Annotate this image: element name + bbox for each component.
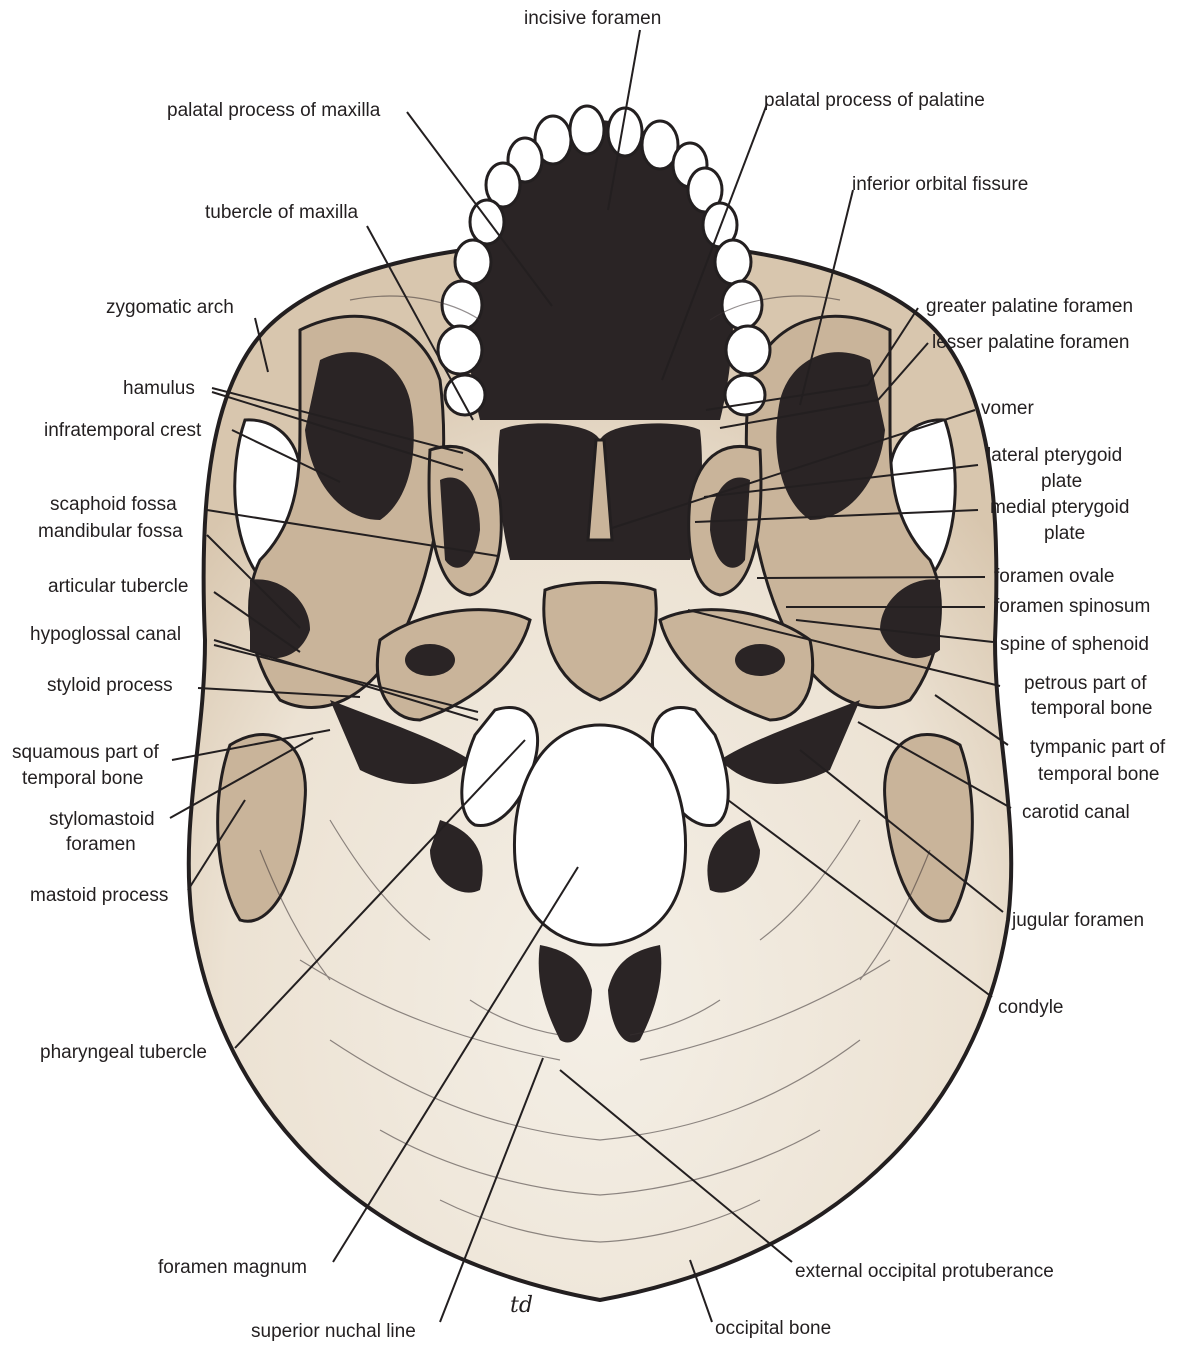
label-incisive-foramen: incisive foramen: [524, 8, 661, 29]
label-superior-nuchal-line: superior nuchal line: [251, 1321, 416, 1342]
label-stylomastoid-line2: foramen: [66, 834, 136, 855]
label-pharyngeal-tubercle: pharyngeal tubercle: [40, 1042, 207, 1063]
label-lateral-pterygoid-line1: lateral pterygoid: [987, 445, 1122, 466]
artist-signature: td: [510, 1293, 533, 1318]
label-jugular-foramen: jugular foramen: [1011, 910, 1144, 931]
label-external-occipital-protuberance: external occipital protuberance: [795, 1261, 1054, 1282]
label-spine-sphenoid: spine of sphenoid: [1000, 634, 1149, 655]
label-foramen-magnum: foramen magnum: [158, 1257, 307, 1278]
label-carotid-canal: carotid canal: [1022, 802, 1130, 823]
carotid-canal-left: [405, 644, 455, 676]
label-petrous-line1: petrous part of: [1024, 673, 1147, 694]
label-medial-pterygoid-line1: medial pterygoid: [990, 497, 1129, 518]
label-condyle: condyle: [998, 997, 1064, 1018]
label-greater-palatine-foramen: greater palatine foramen: [926, 296, 1133, 317]
label-mandibular-fossa: mandibular fossa: [38, 521, 183, 542]
label-inferior-orbital-fissure: inferior orbital fissure: [852, 174, 1028, 195]
label-occipital-bone: occipital bone: [715, 1318, 831, 1339]
label-hamulus: hamulus: [123, 378, 195, 399]
carotid-canal-right: [735, 644, 785, 676]
label-infratemporal-crest: infratemporal crest: [44, 420, 202, 441]
label-stylomastoid-line1: stylomastoid: [49, 809, 155, 830]
label-foramen-ovale: foramen ovale: [994, 566, 1114, 587]
label-lesser-palatine-foramen: lesser palatine foramen: [932, 332, 1130, 353]
label-scaphoid-fossa: scaphoid fossa: [50, 494, 177, 515]
label-articular-tubercle: articular tubercle: [48, 576, 188, 597]
label-lateral-pterygoid-line2: plate: [1041, 471, 1082, 492]
label-medial-pterygoid-line2: plate: [1044, 523, 1085, 544]
label-tubercle-maxilla: tubercle of maxilla: [205, 202, 359, 223]
label-squamous-line1: squamous part of: [12, 742, 160, 763]
foramen-magnum: [514, 725, 685, 945]
label-squamous-line2: temporal bone: [22, 768, 143, 789]
label-palatal-process-palatine: palatal process of palatine: [764, 90, 985, 111]
label-styloid-process: styloid process: [47, 675, 173, 696]
label-petrous-line2: temporal bone: [1031, 698, 1152, 719]
label-foramen-spinosum: foramen spinosum: [994, 596, 1150, 617]
label-zygomatic-arch: zygomatic arch: [106, 297, 234, 318]
label-tympanic-line2: temporal bone: [1038, 764, 1159, 785]
label-mastoid-process: mastoid process: [30, 885, 168, 906]
label-palatal-process-maxilla: palatal process of maxilla: [167, 100, 381, 121]
skull-illustration: td: [189, 106, 1012, 1318]
label-tympanic-line1: tympanic part of: [1030, 737, 1166, 758]
label-hypoglossal-canal: hypoglossal canal: [30, 624, 181, 645]
label-vomer: vomer: [981, 398, 1034, 419]
